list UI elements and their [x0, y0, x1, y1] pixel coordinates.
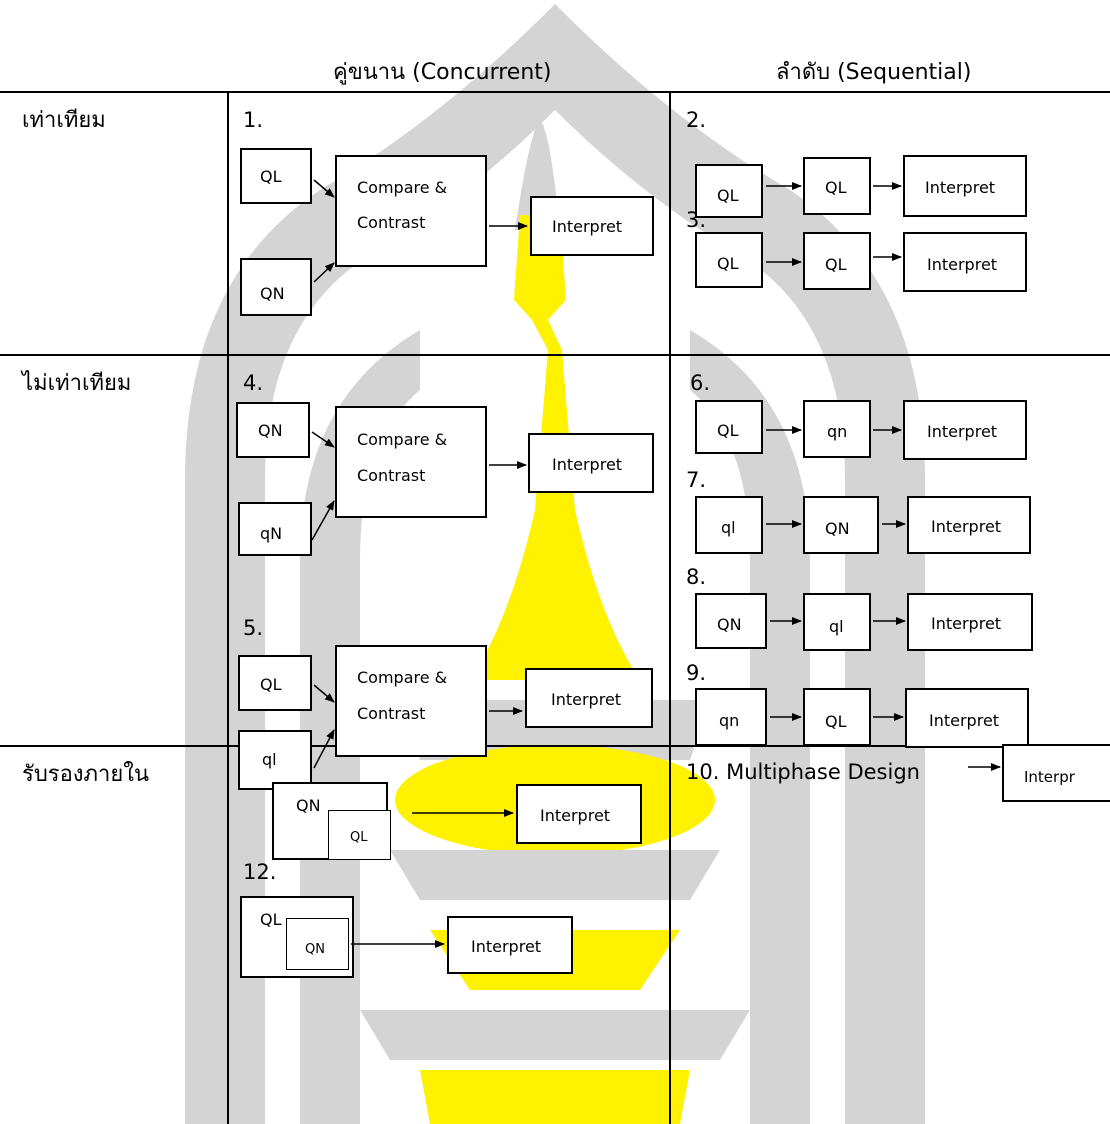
diagram-canvas: คู่ขนาน (Concurrent) ลำดับ (Sequential) … [0, 0, 1110, 1124]
arrows-layer [0, 0, 1110, 1124]
